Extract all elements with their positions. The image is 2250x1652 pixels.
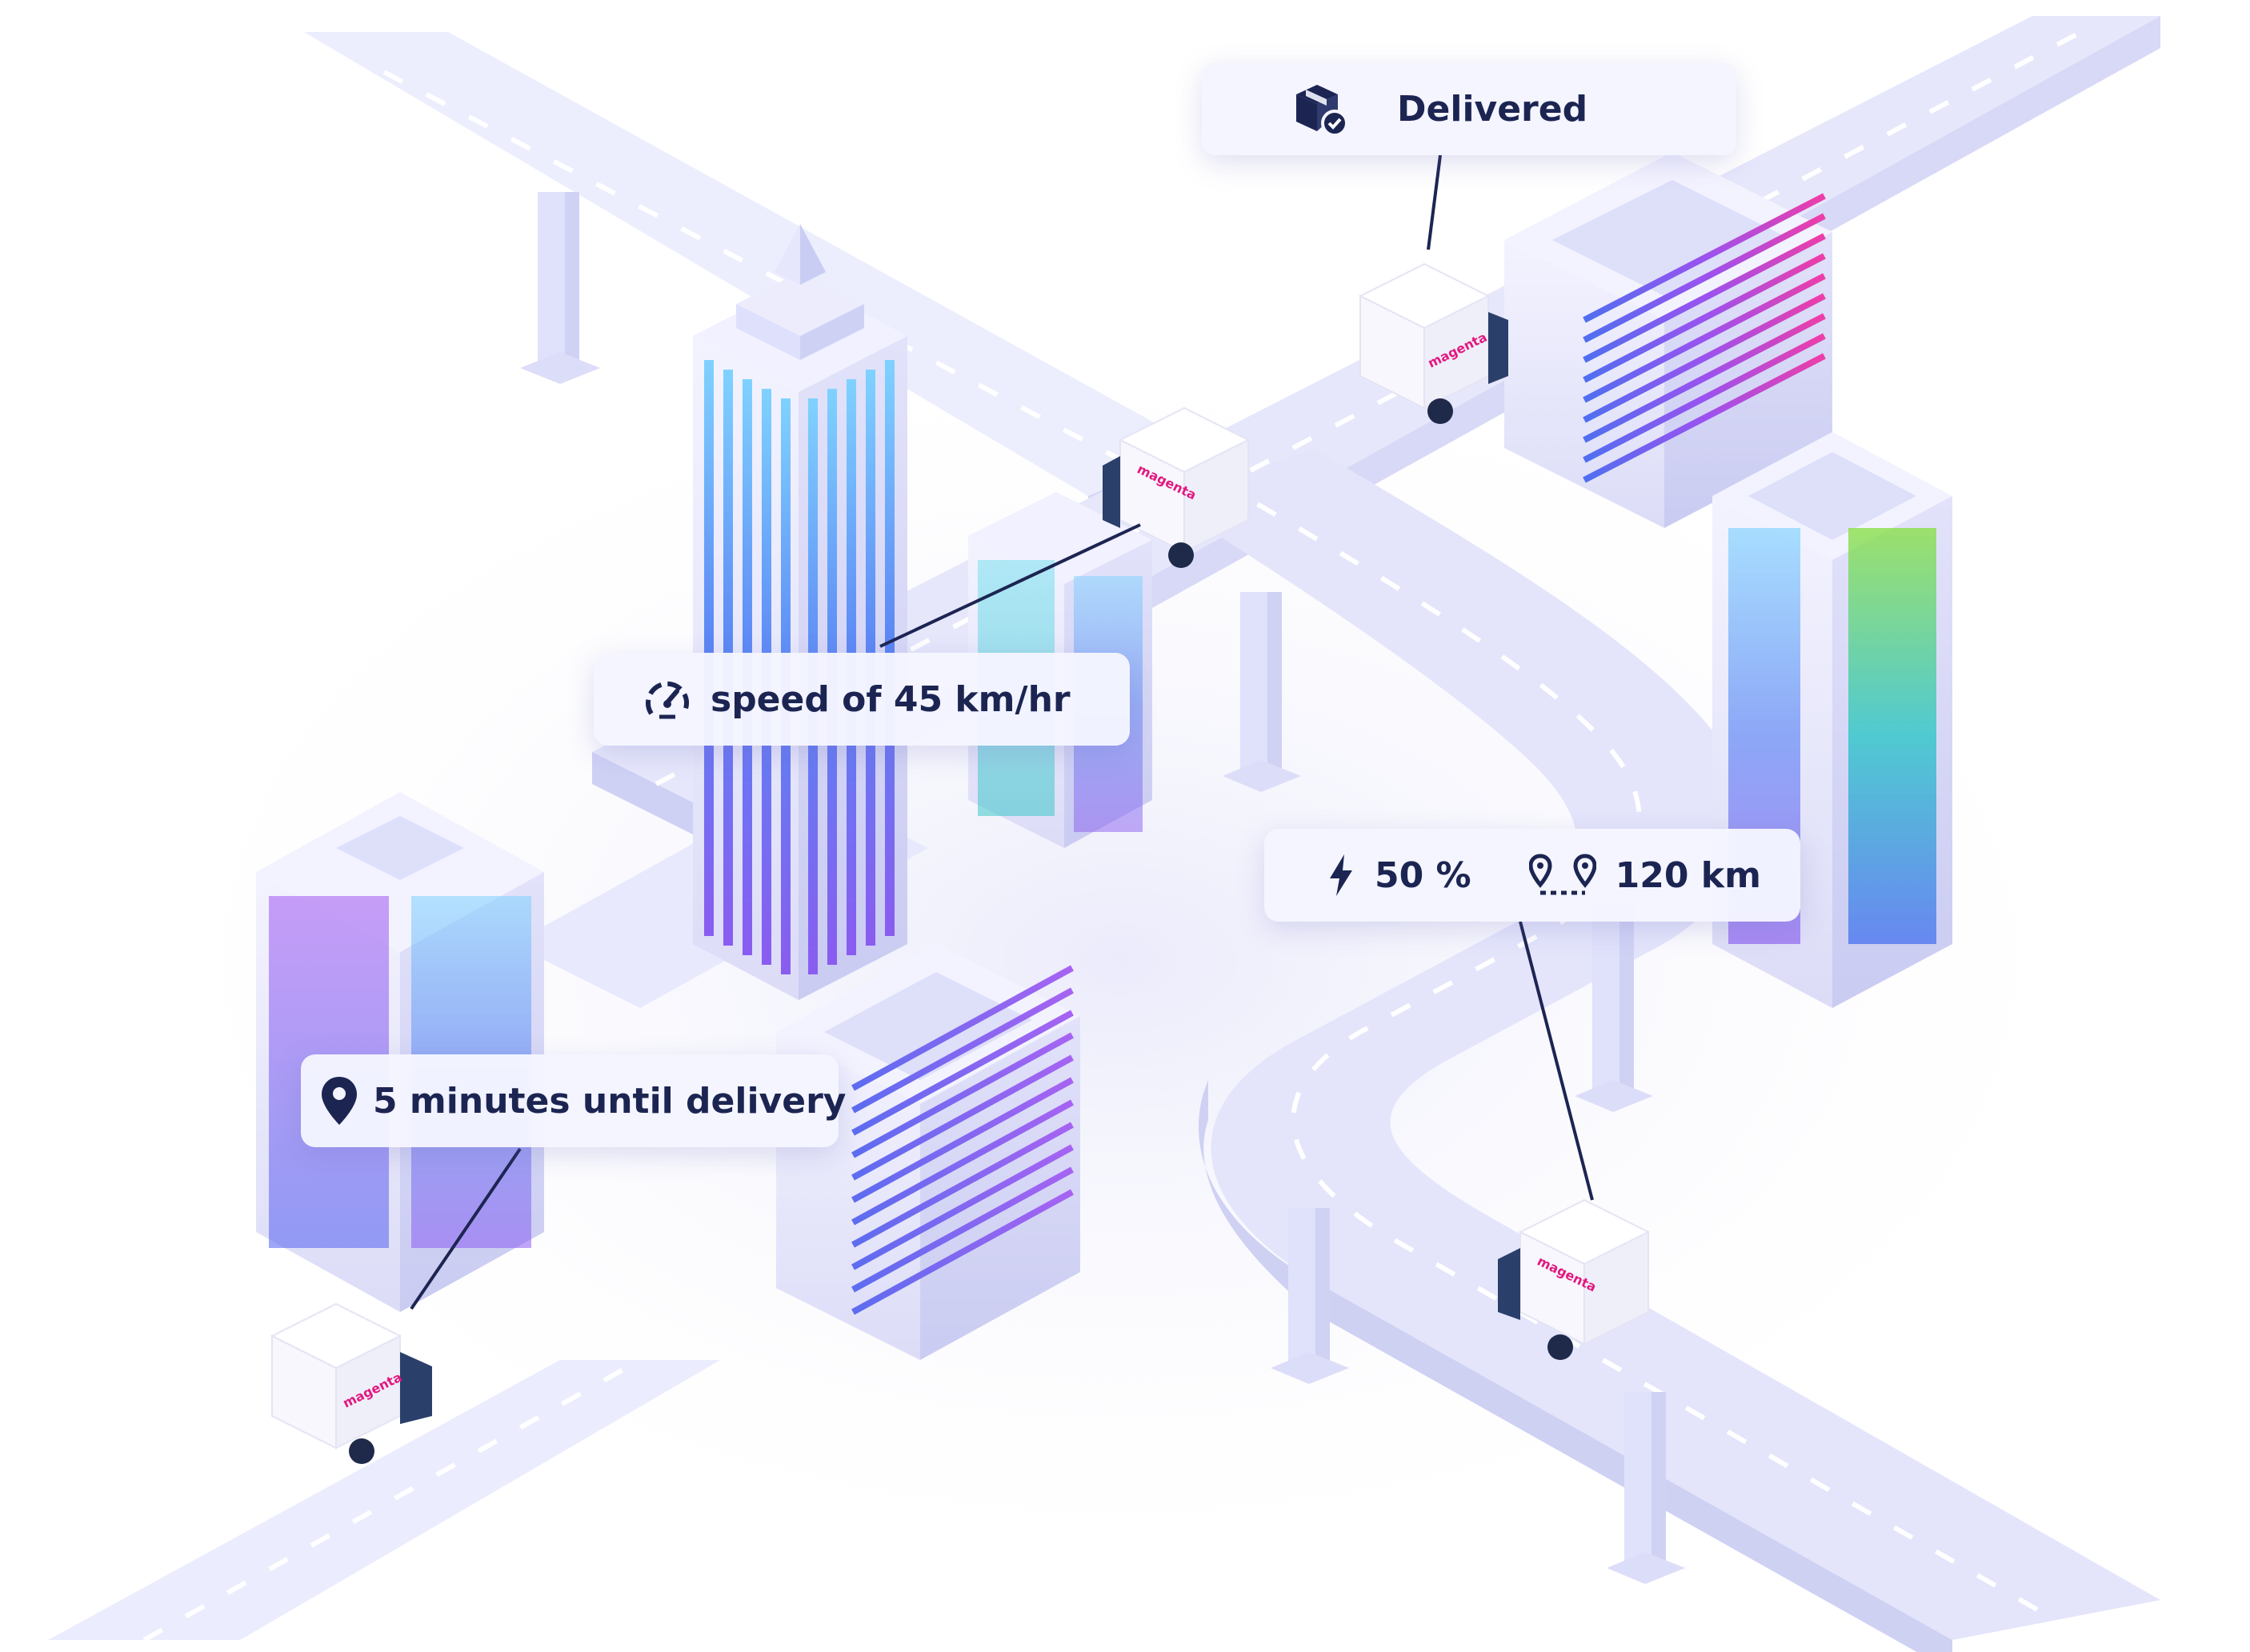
speed-label: speed of 45 km/hr — [711, 678, 1071, 720]
battery-label: 50 % — [1375, 854, 1471, 896]
delivery-vehicle-right: magenta — [1498, 1198, 1651, 1360]
building-green-tower — [1712, 432, 1952, 1008]
delivered-label: Delivered — [1397, 88, 1588, 130]
speed-callout: speed of 45 km/hr — [594, 653, 1130, 746]
lightning-bolt-icon — [1330, 854, 1352, 896]
route-pins-icon — [1528, 854, 1596, 895]
delivery-vehicle-top: magenta — [1358, 262, 1508, 424]
package-check-icon — [1296, 85, 1348, 137]
eta-callout: 5 minutes until delivery — [301, 1054, 846, 1147]
callout-connectors — [410, 154, 1594, 1310]
delivered-callout: Delivered — [1202, 62, 1736, 155]
building-pink — [1504, 152, 1832, 528]
battery-range-callout: 50 % 120 km — [1264, 829, 1800, 922]
map-pin-icon — [322, 1077, 357, 1125]
speedometer-icon — [646, 681, 689, 719]
building-left-stacked — [256, 792, 544, 1312]
eta-label: 5 minutes until delivery — [373, 1080, 847, 1122]
range-label: 120 km — [1615, 854, 1761, 896]
building-lower-purple — [776, 944, 1080, 1360]
delivery-vehicle-mid: magenta — [1103, 406, 1251, 568]
delivery-vehicle-bottom: magenta — [270, 1302, 432, 1464]
building-central-tower — [693, 224, 907, 1000]
